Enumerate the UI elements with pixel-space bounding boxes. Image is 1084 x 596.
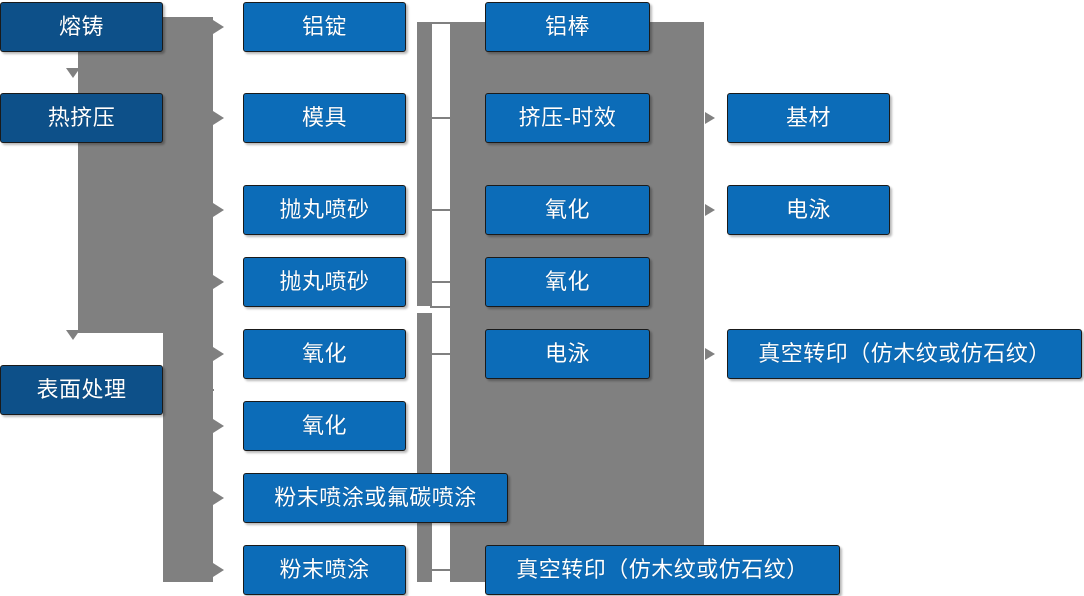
step-label-yanghua-2: 氧化	[301, 413, 347, 438]
arrow-to-ludding	[213, 20, 224, 34]
feeder-line-1	[430, 22, 452, 24]
arrow-to-zhuanyin	[705, 348, 715, 360]
stage-box-rongzhu[interactable]: 熔铸	[0, 2, 163, 52]
arrow-to-yanghua-2	[213, 419, 224, 433]
step-label-jiya-shixiao: 挤压-时效	[518, 105, 617, 130]
arrow-to-dianyong	[705, 204, 715, 216]
step-box-yanghua-3[interactable]: 氧化	[485, 185, 650, 235]
step-box-paowan-1[interactable]: 抛丸喷砂	[243, 185, 406, 235]
arrow-to-yanghua-1	[213, 347, 224, 361]
step-box-dianyong-1[interactable]: 电泳	[485, 329, 650, 379]
output-label-zhuanyin: 真空转印（仿木纹或仿石纹）	[758, 341, 1051, 366]
step-box-yanghua-1[interactable]: 氧化	[243, 329, 406, 379]
feeder-line-6	[430, 353, 452, 355]
arrow-to-paowan-1	[213, 203, 224, 217]
feeder-line-3	[430, 209, 452, 211]
step-box-ludding[interactable]: 铝锭	[243, 2, 406, 52]
output-label-jicai: 基材	[785, 105, 831, 130]
step-label-dianyong-1: 电泳	[544, 341, 590, 366]
step-box-zhuanyin-1[interactable]: 真空转印（仿木纹或仿石纹）	[485, 545, 840, 595]
feeder-line-7	[430, 569, 452, 571]
step-box-yanghua-2[interactable]: 氧化	[243, 401, 406, 451]
step-label-muju: 模具	[301, 105, 347, 130]
step-label-zhuanyin-1: 真空转印（仿木纹或仿石纹）	[516, 557, 809, 582]
connector-biaomian-to-trunk	[164, 389, 214, 391]
arrow-to-fentu	[213, 563, 224, 577]
step-label-fentu: 粉末喷涂	[279, 557, 370, 582]
step-label-yanghua-4: 氧化	[544, 269, 590, 294]
step-label-yanghua-3: 氧化	[544, 197, 590, 222]
stage-label-rongzhu: 熔铸	[58, 14, 104, 39]
arrow-to-jicai	[705, 112, 715, 124]
stage-box-rejiya[interactable]: 热挤压	[0, 93, 163, 143]
output-box-zhuanyin[interactable]: 真空转印（仿木纹或仿石纹）	[727, 329, 1082, 379]
step-label-lubang: 铝棒	[544, 14, 590, 39]
step-label-yanghua-1: 氧化	[301, 341, 347, 366]
step-box-jiya-shixiao[interactable]: 挤压-时效	[485, 93, 650, 143]
step-box-muju[interactable]: 模具	[243, 93, 406, 143]
feeder-line-4	[430, 281, 452, 283]
feeder-line-5	[430, 306, 452, 308]
step-label-paowan-1: 抛丸喷砂	[279, 197, 370, 222]
step-label-fentu-fluor: 粉末喷涂或氟碳喷涂	[274, 485, 477, 510]
arrow-down-rongzhu-rejiya	[66, 68, 80, 78]
stage-label-rejiya: 热挤压	[47, 105, 116, 130]
feeder-line-2	[430, 117, 452, 119]
step-box-yanghua-4[interactable]: 氧化	[485, 257, 650, 307]
output-label-dianyong: 电泳	[785, 197, 831, 222]
step-label-paowan-2: 抛丸喷砂	[279, 269, 370, 294]
step-box-fentu-fluor[interactable]: 粉末喷涂或氟碳喷涂	[243, 473, 508, 523]
output-box-jicai[interactable]: 基材	[727, 93, 890, 143]
step-box-fentu[interactable]: 粉末喷涂	[243, 545, 406, 595]
step-box-lubang[interactable]: 铝棒	[485, 2, 650, 52]
step-box-paowan-2[interactable]: 抛丸喷砂	[243, 257, 406, 307]
arrow-to-fentu-fluor	[213, 491, 224, 505]
arrow-to-paowan-2	[213, 275, 224, 289]
arrow-to-muju	[213, 111, 224, 125]
step-label-ludding: 铝锭	[301, 14, 347, 39]
left-trunk-lower	[163, 333, 213, 582]
output-box-dianyong[interactable]: 电泳	[727, 185, 890, 235]
arrow-down-rejiya-biaomian	[66, 330, 80, 340]
stage-label-biaomianchuli: 表面处理	[36, 377, 127, 402]
stage-box-biaomianchuli[interactable]: 表面处理	[0, 365, 163, 415]
middle-rail-upper	[417, 22, 432, 306]
left-trunk-body	[78, 48, 213, 333]
